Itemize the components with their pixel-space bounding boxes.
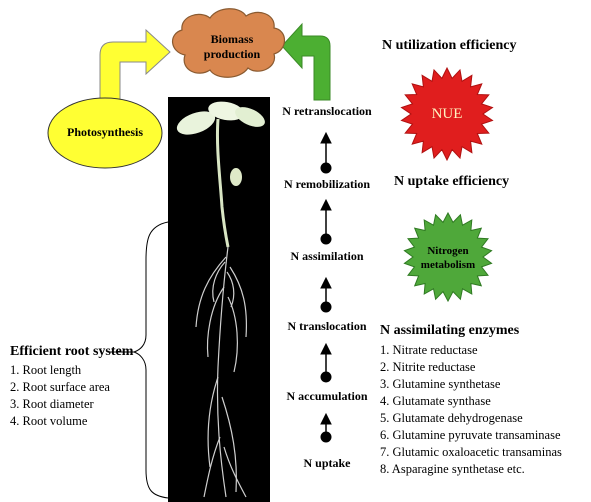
step-retranslocation: N retranslocation [272,104,382,119]
metabolism-badge-label: Nitrogen metabolism [418,244,478,272]
root-panel: Efficient root system 1. Root length 2. … [10,344,133,430]
enzyme-item: 8. Asparagine synthetase etc. [380,461,562,478]
root-title: Efficient root system [10,344,133,360]
nue-badge-label: NUE [414,106,480,123]
step-remobilization: N remobilization [272,177,382,192]
photosynthesis-label: Photosynthesis [50,125,160,140]
root-bracket [134,222,168,498]
root-item: 2. Root surface area [10,379,133,396]
yellow-arrow [100,30,170,102]
enzymes-panel: N assimilating enzymes 1. Nitrate reduct… [380,323,562,478]
enzyme-item: 6. Glutamine pyruvate transaminase [380,427,562,444]
root-item: 4. Root volume [10,413,133,430]
nue-heading: N utilization efficiency [382,38,517,54]
green-arrow [282,24,330,100]
uptake-heading: N uptake efficiency [394,174,509,190]
biomass-label: Biomass production [196,32,268,62]
root-item: 3. Root diameter [10,396,133,413]
step-uptake: N uptake [272,456,382,471]
step-accumulation: N accumulation [272,389,382,404]
enzyme-item: 4. Glutamate synthase [380,393,562,410]
enzyme-item: 1. Nitrate reductase [380,342,562,359]
root-item: 1. Root length [10,362,133,379]
step-assimilation: N assimilation [272,249,382,264]
enzyme-item: 7. Glutamic oxaloacetic transaminas [380,444,562,461]
enzymes-title: N assimilating enzymes [380,323,562,339]
step-translocation: N translocation [272,319,382,334]
enzyme-item: 2. Nitrite reductase [380,359,562,376]
enzyme-item: 3. Glutamine synthetase [380,376,562,393]
enzyme-item: 5. Glutamate dehydrogenase [380,410,562,427]
